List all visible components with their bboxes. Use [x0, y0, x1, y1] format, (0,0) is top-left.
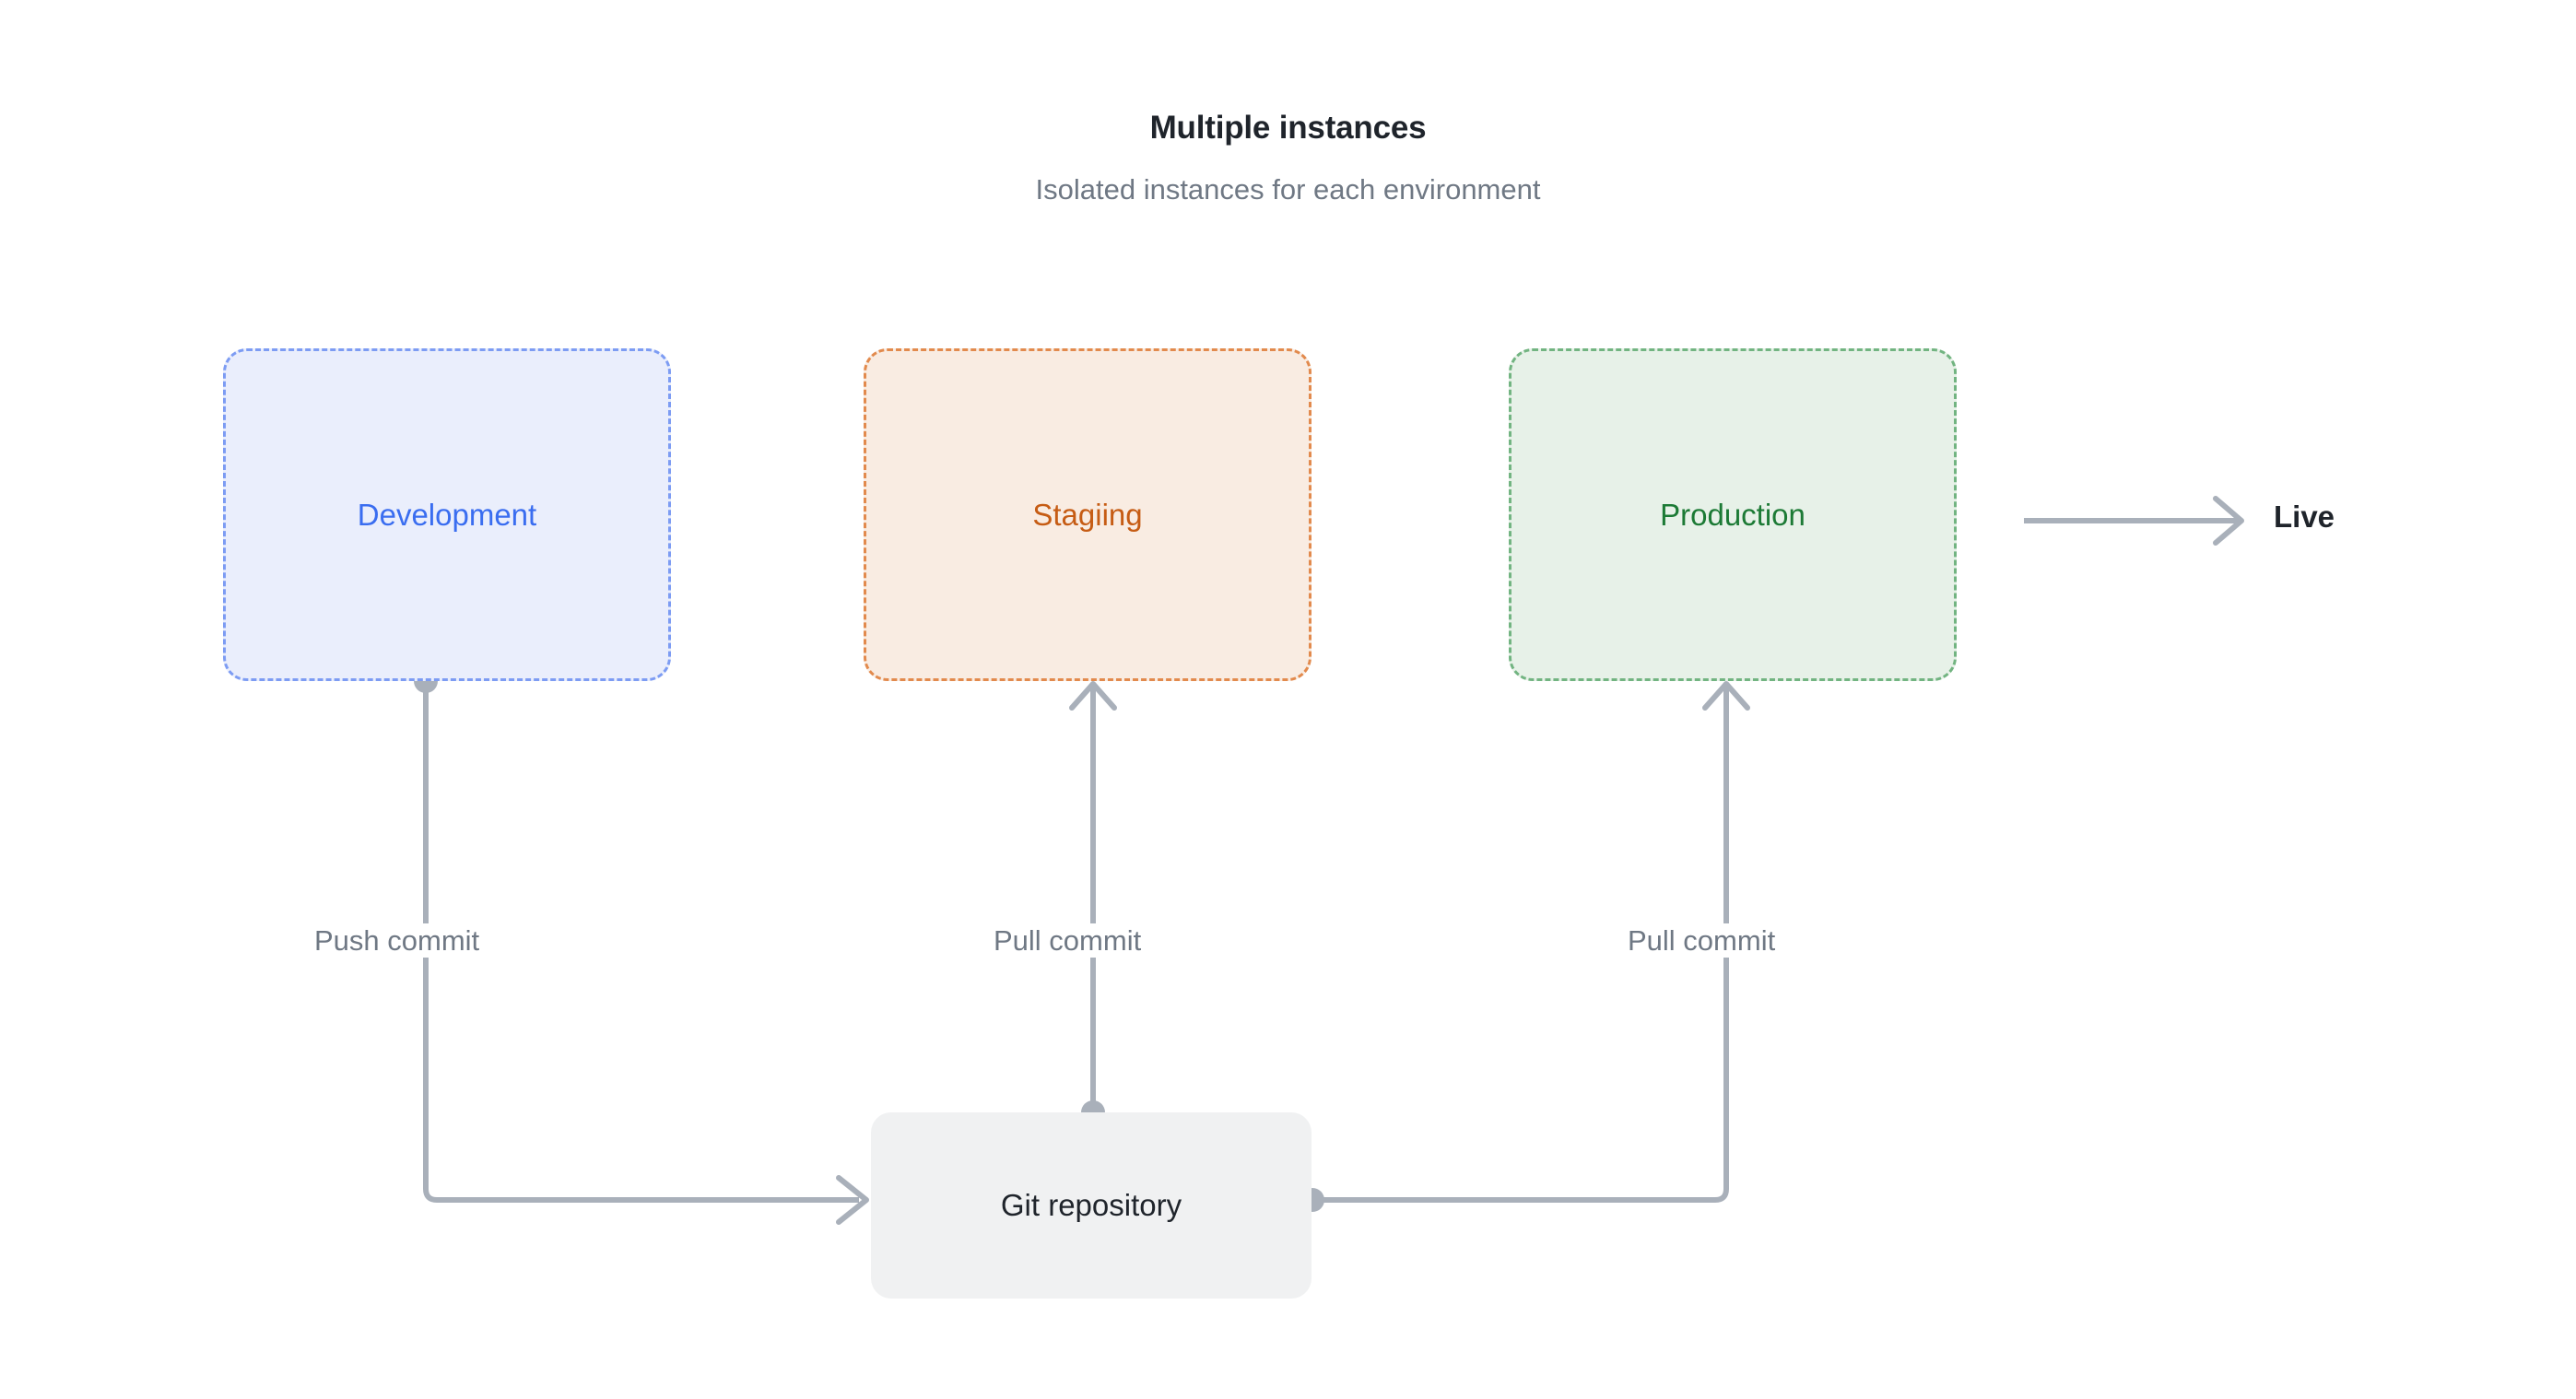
environment-label-development: Development [357, 497, 537, 532]
arrowhead-right-icon [2213, 496, 2244, 546]
environment-box-production[interactable]: Production [1509, 348, 1957, 681]
node-git-repository[interactable]: Git repository [871, 1112, 1312, 1299]
arrowhead-right-icon [836, 1175, 869, 1225]
edge-label-pull-commit-production: Pull commit [1618, 923, 1785, 958]
page-subtitle: Isolated instances for each environment [1035, 173, 1541, 206]
label-live: Live [2274, 500, 2335, 534]
arrowhead-up-icon [1069, 681, 1117, 711]
arrowhead-up-icon [1702, 681, 1750, 711]
environment-label-production: Production [1660, 497, 1806, 532]
edge-label-pull-commit-staging: Pull commit [984, 923, 1151, 958]
edge-production-live [2024, 496, 2244, 546]
environment-box-staging[interactable]: Stagiing [864, 348, 1312, 681]
edge-label-push-commit: Push commit [305, 923, 489, 958]
node-label-git-repository: Git repository [1000, 1188, 1182, 1223]
edge-path-push-commit [423, 681, 859, 1203]
environment-box-development[interactable]: Development [223, 348, 671, 681]
edge-pull-commit-staging [1069, 681, 1117, 1124]
page-title: Multiple instances [1149, 110, 1427, 146]
environment-label-staging: Stagiing [1032, 497, 1143, 532]
diagram-header: Multiple instances Isolated instances fo… [0, 109, 2576, 206]
